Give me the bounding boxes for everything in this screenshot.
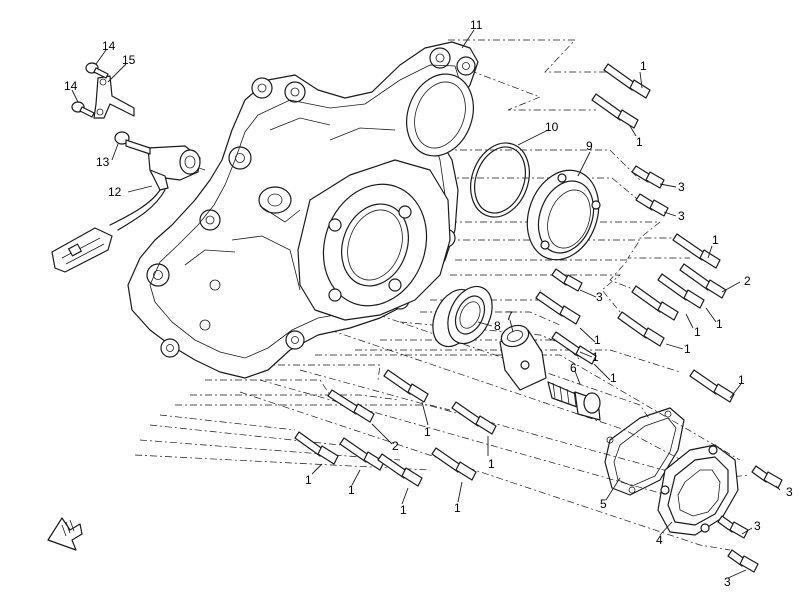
- flange-bolt: [551, 331, 597, 365]
- callout-1: 1: [454, 501, 461, 515]
- short-bolt: [727, 549, 759, 573]
- callout-14: 14: [102, 39, 116, 53]
- connector: [51, 227, 113, 273]
- callout-1: 1: [716, 317, 723, 331]
- callout-6: 6: [570, 361, 577, 375]
- sensor-wire: [109, 189, 166, 231]
- callout-1: 1: [636, 135, 643, 149]
- outer-cover: [657, 444, 739, 536]
- callout-3: 3: [754, 519, 761, 533]
- short-bolt: [551, 268, 583, 292]
- flange-bolt: [339, 437, 385, 471]
- flange-bolt: [294, 431, 339, 465]
- callout-1: 1: [305, 473, 312, 487]
- front-direction-arrow-icon: [47, 517, 83, 551]
- flange-bolt: [327, 389, 375, 423]
- leader-lines: [71, 29, 781, 579]
- flange-bolt: [689, 369, 735, 403]
- callout-4: 4: [656, 533, 663, 547]
- short-bolt: [635, 193, 669, 217]
- flange-bolt: [431, 447, 477, 481]
- sensor: [147, 145, 201, 191]
- flange-bolt: [377, 453, 423, 487]
- callout-1: 1: [400, 503, 407, 517]
- callout-3: 3: [678, 209, 685, 223]
- callout-labels: 1 1 3 3 1 2 1 1 1 3 1 1 6 1 1 7 8 9 10 1…: [64, 18, 793, 589]
- callout-1: 1: [738, 373, 745, 387]
- bearing: [432, 285, 493, 348]
- sensor-assembly: [51, 62, 201, 273]
- flange-bolt: [657, 273, 705, 309]
- plug-bolt: [547, 381, 601, 421]
- bushing: [499, 324, 547, 391]
- callout-7: 7: [506, 309, 513, 323]
- callout-10: 10: [545, 120, 559, 134]
- callout-5: 5: [600, 497, 607, 511]
- o-ring: [470, 142, 530, 218]
- small-cover: [526, 169, 601, 261]
- callout-3: 3: [786, 485, 793, 499]
- callout-1: 1: [684, 342, 691, 356]
- callout-8: 8: [494, 319, 501, 333]
- callout-3: 3: [596, 290, 603, 304]
- callout-13: 13: [96, 155, 110, 169]
- flange-bolt: [535, 291, 581, 325]
- flange-bolt: [672, 233, 721, 269]
- short-bolt: [631, 165, 665, 189]
- gasket: [604, 407, 685, 496]
- flange-bolt: [591, 93, 639, 129]
- callout-14: 14: [64, 79, 78, 93]
- short-bolt: [751, 465, 783, 489]
- callout-11: 11: [470, 18, 483, 32]
- callout-1: 1: [424, 425, 431, 439]
- screw-14b: [71, 101, 95, 118]
- callout-1: 1: [694, 325, 701, 339]
- callout-1: 1: [594, 333, 601, 347]
- callout-3: 3: [724, 575, 731, 589]
- flange-bolt: [617, 311, 665, 347]
- short-bolt: [717, 515, 749, 539]
- callout-2: 2: [392, 439, 399, 453]
- flange-bolt: [603, 63, 651, 99]
- bolt-set: [294, 63, 783, 573]
- bolt-13: [114, 131, 151, 155]
- callout-1: 1: [348, 483, 355, 497]
- callout-9: 9: [586, 139, 593, 153]
- flange-bolt: [451, 401, 497, 435]
- screw-14a: [85, 62, 109, 79]
- callout-1: 1: [640, 59, 647, 73]
- engine-case-cover: [127, 41, 479, 379]
- callout-3: 3: [678, 180, 685, 194]
- callout-12: 12: [108, 185, 122, 199]
- flange-bolt: [631, 285, 679, 321]
- bracket-15: [93, 75, 135, 119]
- callout-1: 1: [592, 350, 599, 364]
- callout-1: 1: [610, 371, 617, 385]
- callout-2: 2: [744, 274, 751, 288]
- callout-15: 15: [122, 53, 136, 67]
- callout-1: 1: [488, 457, 495, 471]
- flange-bolt: [383, 369, 429, 403]
- callout-1: 1: [712, 233, 719, 247]
